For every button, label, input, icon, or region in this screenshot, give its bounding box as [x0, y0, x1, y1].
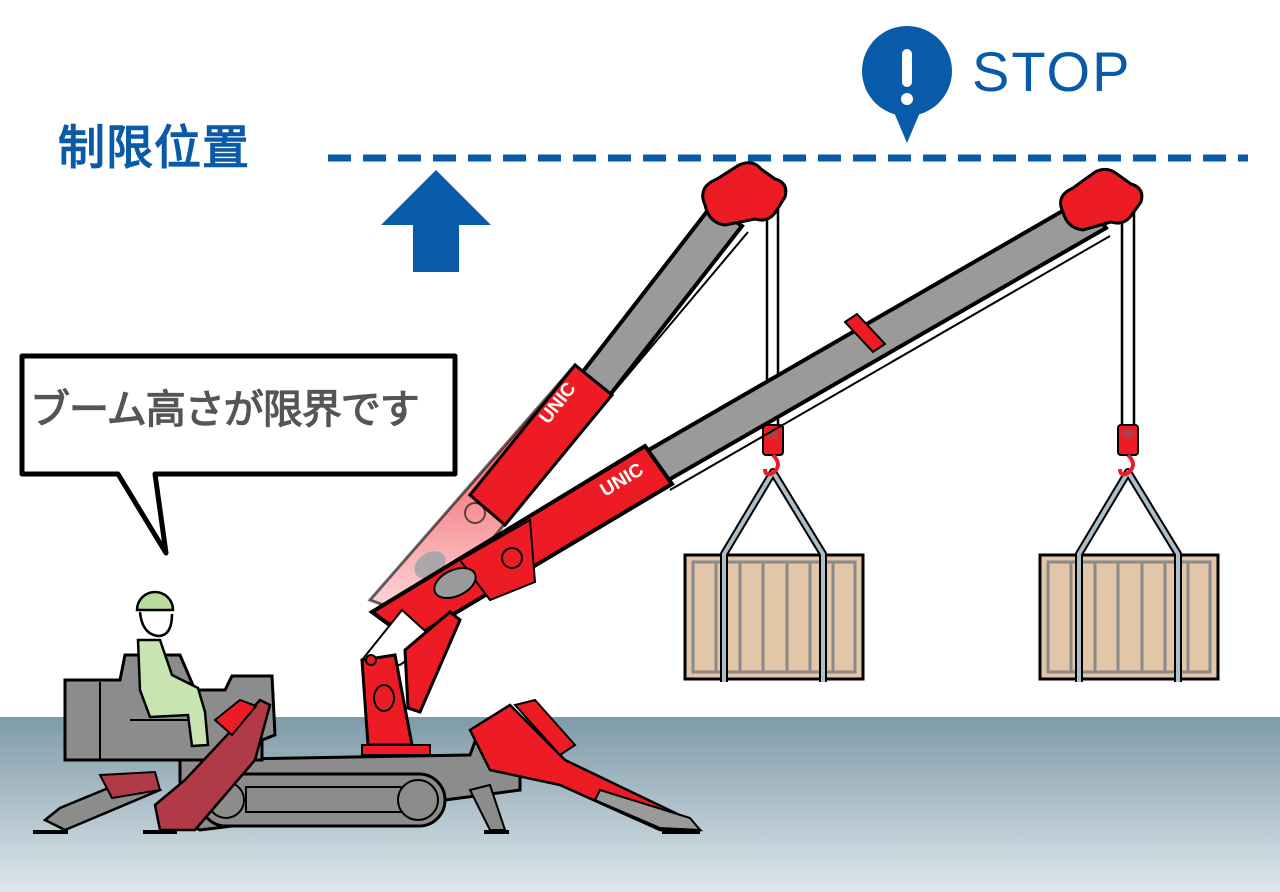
- limit-position-label: 制限位置: [58, 121, 250, 176]
- crane-column: [360, 608, 462, 756]
- speech-bubble: [19, 353, 458, 556]
- hook-left: [762, 200, 784, 477]
- operator: [135, 590, 210, 748]
- stop-label: STOP: [972, 40, 1132, 103]
- boom-extended: UNIC: [368, 167, 1144, 643]
- outrigger-right: [468, 698, 704, 834]
- crate-right: [1038, 468, 1220, 682]
- boom-raised: UNIC: [367, 161, 788, 622]
- crate-left: [683, 468, 865, 682]
- arrow-up-icon: [381, 170, 491, 272]
- outrigger-left: [33, 698, 272, 834]
- speech-bubble-text: ブーム高さが限界です: [30, 387, 420, 433]
- hook-right: [1117, 208, 1139, 477]
- exclamation-pin-icon: [862, 26, 952, 143]
